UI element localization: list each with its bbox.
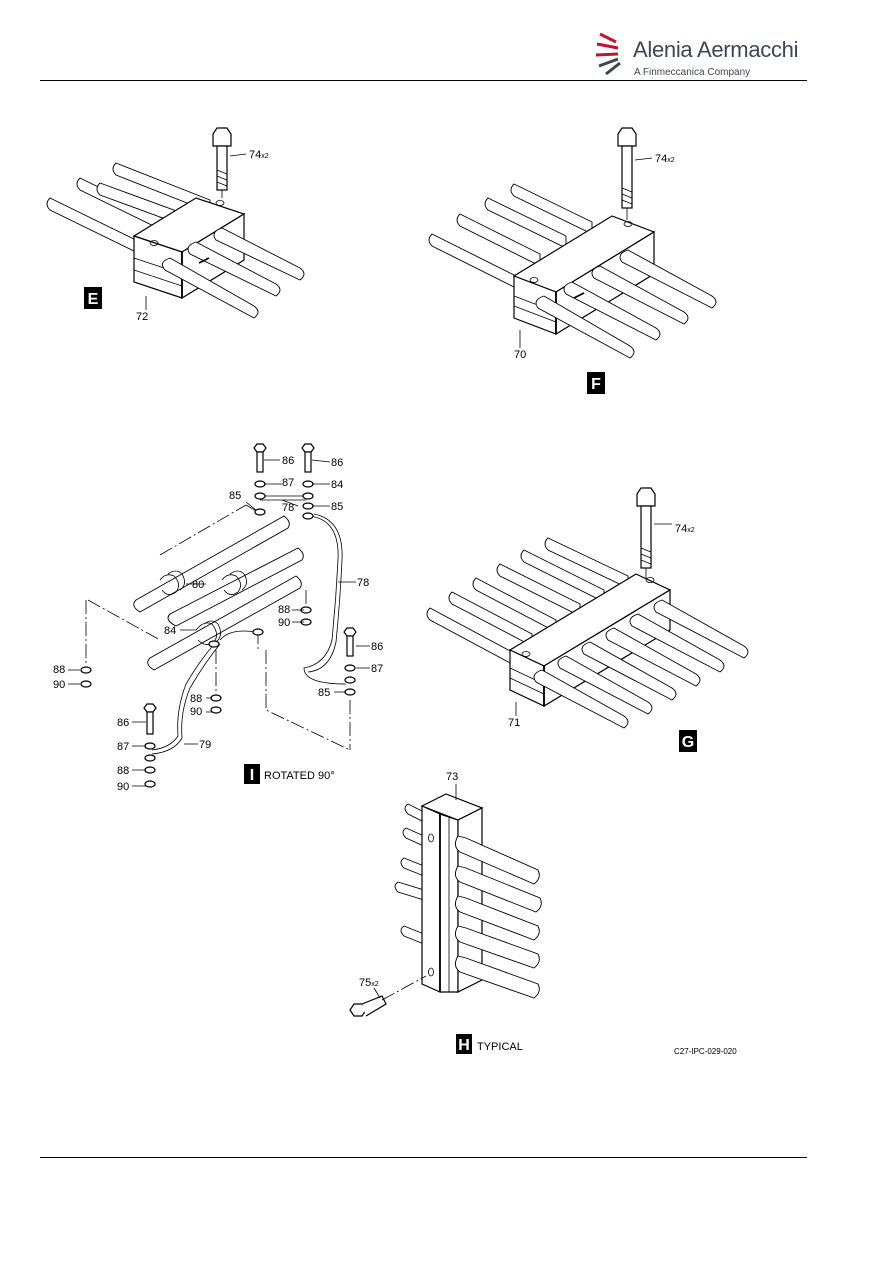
view-f-illustration — [428, 127, 717, 359]
view-g-letter: G — [682, 734, 694, 751]
view-i-label-86-a: 86 — [282, 455, 294, 467]
view-f-marker — [587, 372, 605, 394]
logo-swoosh-icon — [596, 32, 621, 76]
view-i-label-87-c: 87 — [117, 741, 129, 753]
view-g-illustration — [426, 487, 749, 729]
view-g-marker — [679, 730, 697, 752]
view-i-label-85-c: 85 — [318, 687, 330, 699]
view-i-label-85-b: 85 — [331, 501, 343, 513]
view-i-label-78-a: 78 — [282, 502, 294, 514]
view-i-label-87-a: 87 — [282, 477, 294, 489]
view-i-label-86-d: 86 — [117, 717, 129, 729]
footer-rule — [40, 1157, 807, 1158]
brand-name: Alenia Aermacchi — [633, 37, 799, 62]
view-i-label-90-b: 90 — [53, 679, 65, 691]
brand-tagline: A Finmeccanica Company — [634, 67, 751, 78]
view-i-label-87-b: 87 — [371, 663, 383, 675]
view-i-illustration — [68, 443, 370, 788]
view-e-marker — [84, 287, 102, 309]
view-i-label-90-a: 90 — [278, 617, 290, 629]
view-h-marker — [456, 1034, 472, 1054]
view-i-label-80: 80 — [192, 579, 204, 591]
view-i-label-84-b: 84 — [164, 625, 176, 637]
view-h-illustration — [349, 784, 542, 1017]
view-i-label-78-b: 78 — [357, 577, 369, 589]
view-e-letter: E — [88, 291, 99, 308]
view-i-label-86-c: 86 — [371, 641, 383, 653]
view-g-bolt-label: 74x2 — [675, 523, 695, 535]
view-e-block-label: 72 — [136, 311, 148, 323]
view-i-label-90-d: 90 — [117, 781, 129, 793]
view-i-label-79: 79 — [199, 739, 211, 751]
view-g-block-label: 71 — [508, 717, 520, 729]
view-f-bolt-label: 74x2 — [655, 153, 675, 165]
view-i-label-86-b: 86 — [331, 457, 343, 469]
view-f-letter: F — [591, 376, 601, 393]
header-rule — [40, 80, 807, 81]
view-e-illustration — [46, 127, 305, 319]
view-h-block-label: 73 — [446, 771, 458, 783]
view-i-label-85-a: 85 — [229, 490, 241, 502]
view-i-label-84-a: 84 — [331, 479, 343, 491]
view-i-label-88-b: 88 — [53, 664, 65, 676]
view-h-letter: H — [458, 1037, 470, 1054]
view-i-caption: ROTATED 90° — [264, 770, 335, 782]
view-h-bolt-label: 75x2 — [359, 977, 379, 989]
view-i-marker — [244, 764, 260, 784]
view-i-label-88-a: 88 — [278, 604, 290, 616]
company-logo: Alenia Aermacchi A Finmeccanica Company — [596, 26, 799, 82]
view-i-label-90-c: 90 — [190, 706, 202, 718]
figure-code: C27-IPC-029-020 — [674, 1047, 737, 1056]
view-i-label-88-d: 88 — [117, 765, 129, 777]
view-e-bolt-label: 74x2 — [249, 149, 269, 161]
view-i-label-88-c: 88 — [190, 693, 202, 705]
view-i-letter: I — [250, 767, 254, 784]
view-f-block-label: 70 — [514, 349, 526, 361]
view-h-caption: TYPICAL — [477, 1041, 523, 1053]
